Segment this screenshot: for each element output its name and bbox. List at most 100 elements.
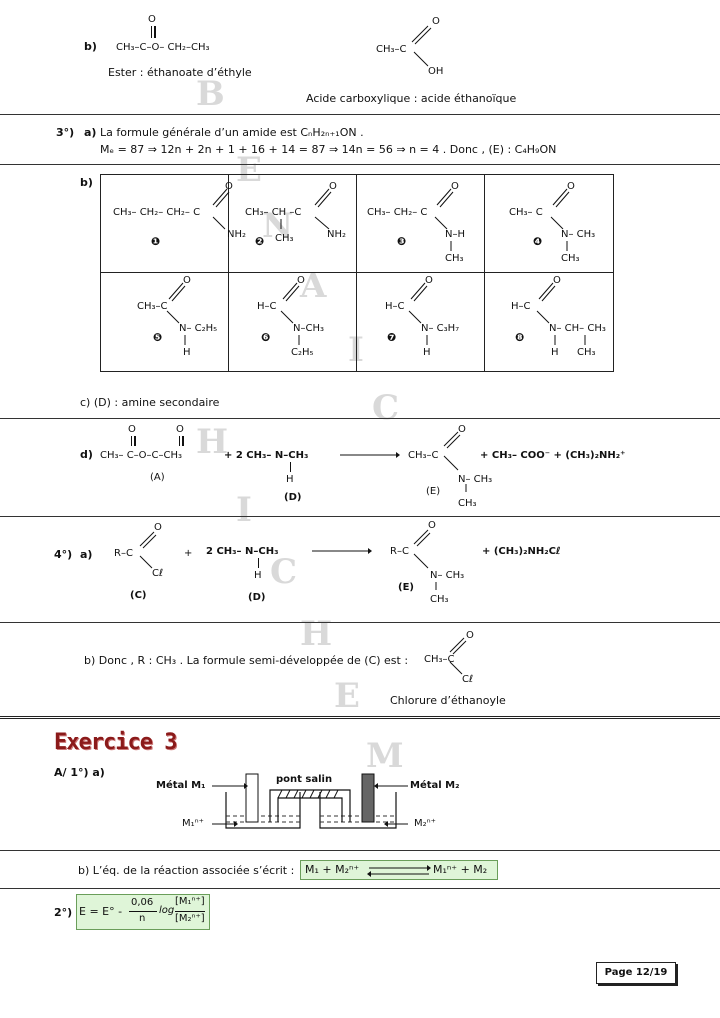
isomer-5-nc2h5: N– C₂H₅ xyxy=(179,323,218,334)
oxygen: O xyxy=(297,275,305,286)
isomer-4-ch3: CH₃ xyxy=(561,253,580,264)
oxygen: O xyxy=(458,424,466,435)
oxygen: O xyxy=(128,424,136,435)
ester-caption: Ester : éthanoate d’éthyle xyxy=(108,66,252,79)
compound-A: (A) xyxy=(150,472,165,483)
metal1-label: Métal M₁ xyxy=(156,780,206,791)
oxygen: O xyxy=(329,181,337,192)
reaction-equation-box: M₁ + M₂ⁿ⁺ M₁ⁿ⁺ + M₂ xyxy=(300,860,498,880)
isomer-number: ❼ xyxy=(387,331,397,344)
isomer-cell: O H–C N– C₃H₇ H ❼ xyxy=(357,273,485,371)
bond xyxy=(258,558,260,568)
acyl-chloride-bonds xyxy=(449,637,467,675)
isomer-2-nh2: NH₂ xyxy=(327,229,347,240)
q3-a-label: a) xyxy=(84,126,97,139)
equation-left: M₁ + M₂ⁿ⁺ xyxy=(305,863,360,876)
compound-D: (D) xyxy=(284,492,302,503)
plus-sign: + xyxy=(184,548,193,559)
oxygen: O xyxy=(225,181,233,192)
equilibrium-arrow xyxy=(367,865,431,877)
isomer-number: ❸ xyxy=(397,235,407,248)
double-bond xyxy=(151,26,153,38)
q4-a-label: a) xyxy=(80,548,93,561)
bond xyxy=(290,462,292,472)
amine-formula: 2 CH₃– N–CH₃ xyxy=(206,546,279,557)
product-n: N– CH₃ xyxy=(458,474,493,485)
isomer-table: O CH₃– CH₂– CH₂– C NH₂ ❶ O CH₃– CH –C NH… xyxy=(100,174,614,372)
product-ch3: CH₃ xyxy=(430,594,449,605)
isomer-number: ❽ xyxy=(515,331,525,344)
oxygen: O xyxy=(451,181,459,192)
acid-formula: CH₃–C xyxy=(376,44,407,55)
isomer-3-chain: CH₃– CH₂– C xyxy=(367,207,428,218)
watermark-letter: E xyxy=(236,150,262,190)
product-bonds xyxy=(443,431,467,492)
isomer-1-chain: CH₃– CH₂– CH₂– C xyxy=(113,207,201,218)
molar-mass-calc: Mₑ = 87 ⇒ 12n + 2n + 1 + 16 + 14 = 87 ⇒ … xyxy=(100,143,557,156)
watermark-letter: E xyxy=(334,676,360,716)
compound-D: (D) xyxy=(248,592,266,603)
divider xyxy=(0,114,720,115)
oxygen: O xyxy=(567,181,575,192)
watermark-letter: C xyxy=(270,552,298,592)
isomer-number: ❶ xyxy=(151,235,161,248)
isomer-cell: O H–C N– CH– CH₃ H CH₃ ❽ xyxy=(485,273,613,371)
isomer-2-chain: CH₃– CH –C xyxy=(245,207,302,218)
q2-label: 2°) xyxy=(54,906,73,919)
oxygen: O xyxy=(466,630,474,641)
compound-E: (E) xyxy=(398,582,414,593)
acid-bonds xyxy=(411,25,432,67)
galvanic-cell-diagram xyxy=(212,773,408,829)
acid-oxygen: O xyxy=(432,16,440,27)
isomer-3-ch3: CH₃ xyxy=(445,253,464,264)
double-bond xyxy=(131,436,133,446)
acyl-chloride-bonds xyxy=(139,531,157,569)
acetyl-chloride-formula: CH₃–C xyxy=(424,654,455,665)
page-number: Page 12/19 xyxy=(596,962,676,984)
divider xyxy=(0,418,720,419)
watermark-letter: I xyxy=(236,490,252,530)
q4-label: 4°) xyxy=(54,548,73,561)
chlorine: Cℓ xyxy=(462,674,474,685)
amine-formula: + 2 CH₃– N–CH₃ xyxy=(224,450,309,461)
q4-b-text: b) Donc , R : CH₃ . La formule semi-déve… xyxy=(84,654,409,667)
isomer-6-nch3: N–CH₃ xyxy=(293,323,324,334)
divider xyxy=(0,516,720,517)
ex3-b-text: b) L’éq. de la réaction associée s’écrit… xyxy=(78,864,295,877)
nernst-left: E = E° - xyxy=(79,905,123,918)
isomer-cell: O H–C N–CH₃ C₂H₅ ❻ xyxy=(229,273,357,371)
salt-bridge-label: pont salin xyxy=(276,774,333,785)
isomer-cell: O CH₃– CH –C NH₂ CH₃ ❷ xyxy=(229,175,357,273)
watermark-letter: C xyxy=(372,388,400,428)
isomer-7-nc3h7: N– C₃H₇ xyxy=(421,323,460,334)
watermark-letter: M xyxy=(366,736,404,776)
reaction-arrow xyxy=(340,452,400,458)
q3-d-label: d) xyxy=(80,448,93,461)
compound-C: (C) xyxy=(130,590,147,601)
isomer-number: ❺ xyxy=(153,331,163,344)
acetyl-chloride-caption: Chlorure d’éthanoyle xyxy=(390,694,506,707)
amine-h: H xyxy=(254,570,262,581)
oxygen: O xyxy=(176,424,184,435)
isomer-1-nh2: NH₂ xyxy=(227,229,247,240)
nernst-denominator: n xyxy=(139,913,146,924)
amine-h: H xyxy=(286,474,294,485)
amide-general-formula: La formule générale d’un amide est CₙH₂ₙ… xyxy=(100,126,364,139)
compound-E: (E) xyxy=(426,486,441,497)
watermark-letter: B xyxy=(196,74,225,114)
isomer-8-h: H xyxy=(551,347,559,358)
nernst-formula-box: E = E° - 0,06 n log [M₁ⁿ⁺] [M₂ⁿ⁺] xyxy=(76,894,210,930)
amide-product: R–C xyxy=(390,546,409,557)
divider xyxy=(0,850,720,851)
concentration-m2: [M₂ⁿ⁺] xyxy=(175,913,205,924)
product-n: N– CH₃ xyxy=(430,570,465,581)
exercise-title: Exercice 3 xyxy=(54,730,177,755)
acid-oh: OH xyxy=(428,66,444,77)
anhydride-formula: CH₃– C–O–C–CH₃ xyxy=(100,450,183,461)
isomer-6-c2h5: C₂H₅ xyxy=(291,347,314,358)
oxygen: O xyxy=(428,520,436,531)
fraction-bar xyxy=(129,911,157,912)
q3-b-label: b) xyxy=(80,176,93,189)
isomer-4-nch3: N– CH₃ xyxy=(561,229,596,240)
isomer-7-chain: H–C xyxy=(385,301,405,312)
